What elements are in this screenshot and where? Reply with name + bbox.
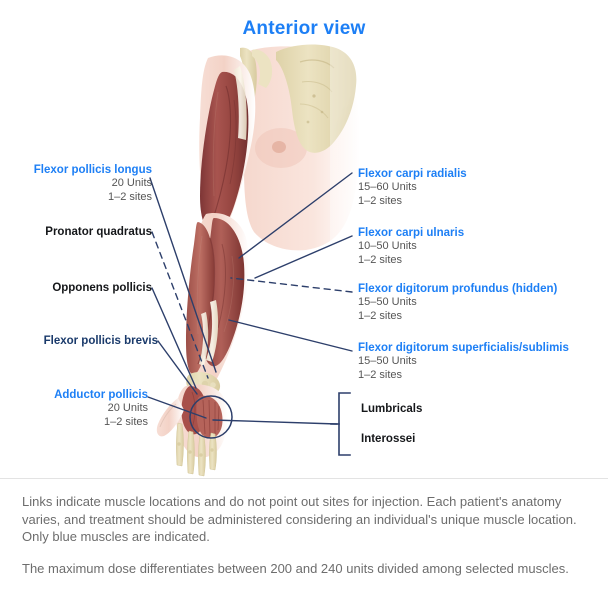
callout-title: Flexor carpi radialis xyxy=(358,168,467,180)
footnote-links-disclaimer: Links indicate muscle locations and do n… xyxy=(22,494,577,544)
callout-title: Flexor pollicis brevis xyxy=(43,335,158,347)
callout-units: 15–50 Units xyxy=(358,296,417,308)
callout-title: Flexor digitorum superficialis/sublimis xyxy=(358,342,569,354)
leader-lines-overlay xyxy=(147,172,353,456)
callout-title: Adductor pollicis xyxy=(54,389,148,401)
callout-sites: 1–2 sites xyxy=(107,190,152,203)
callout-opponens-pollicis[interactable]: Opponens pollicis xyxy=(0,281,152,295)
callout-title: Opponens pollicis xyxy=(52,282,152,294)
leader-pronator-quadratus xyxy=(151,231,209,379)
callout-sites: 1–2 sites xyxy=(358,253,403,266)
callout-units: 20 Units xyxy=(107,402,148,414)
anatomy-diagram: Anterior view xyxy=(0,18,608,477)
leader-flexor-carpi-radialis xyxy=(238,172,353,259)
callout-flexor-carpi-ulnaris[interactable]: Flexor carpi ulnaris 10–50 Units 1–2 sit… xyxy=(358,226,464,267)
callout-flexor-carpi-radialis[interactable]: Flexor carpi radialis 15–60 Units 1–2 si… xyxy=(358,167,467,208)
callout-flexor-pollicis-brevis[interactable]: Flexor pollicis brevis xyxy=(0,334,158,348)
callout-title: Flexor carpi ulnaris xyxy=(358,227,465,239)
leader-flexor-pollicis-brevis xyxy=(157,340,198,395)
leader-opponens-pollicis xyxy=(151,287,197,389)
callout-title: Interossei xyxy=(361,433,416,445)
callout-sites: 1–2 sites xyxy=(358,194,403,207)
callout-sites: 1–2 sites xyxy=(358,309,403,322)
callout-units: 20 Units xyxy=(111,177,152,189)
callout-units: 15–50 Units xyxy=(358,355,417,367)
leader-adductor-pollicis xyxy=(147,396,207,419)
leader-flexor-digitorum-superficialis xyxy=(228,319,353,352)
diagram-title: Anterior view xyxy=(242,18,366,39)
leader-hand-intrinsics xyxy=(212,419,338,425)
callout-title: Lumbricals xyxy=(361,403,423,415)
leader-flexor-pollicis-longus xyxy=(149,177,217,373)
callout-title: Pronator quadratus xyxy=(45,226,152,238)
callout-title: Flexor digitorum profundus (hidden) xyxy=(358,283,558,295)
callout-adductor-pollicis[interactable]: Adductor pollicis 20 Units 1–2 sites xyxy=(0,388,148,429)
hand-intrinsics-bracket xyxy=(330,392,351,456)
callout-sites: 1–2 sites xyxy=(103,415,148,428)
callout-flexor-pollicis-longus[interactable]: Flexor pollicis longus 20 Units 1–2 site… xyxy=(0,163,152,204)
arm-anatomy-illustration xyxy=(156,40,608,477)
callout-sites: 1–2 sites xyxy=(358,368,403,381)
callout-flexor-digitorum-profundus[interactable]: Flexor digitorum profundus (hidden) 15–5… xyxy=(358,282,557,323)
callout-units: 15–60 Units xyxy=(358,181,417,193)
footnote-maximum-dose: The maximum dose differentiates between … xyxy=(22,560,569,576)
footnotes: Links indicate muscle locations and do n… xyxy=(0,478,608,593)
interossei-highlight-circle xyxy=(189,395,233,439)
callout-interossei[interactable]: Interossei xyxy=(361,432,415,446)
callout-flexor-digitorum-superficialis[interactable]: Flexor digitorum superficialis/sublimis … xyxy=(358,341,569,382)
callout-units: 10–50 Units xyxy=(358,240,417,252)
leader-flexor-carpi-ulnaris xyxy=(254,235,353,279)
leader-flexor-digitorum-profundus xyxy=(230,277,353,293)
callout-title: Flexor pollicis longus xyxy=(33,164,152,176)
callout-pronator-quadratus[interactable]: Pronator quadratus xyxy=(0,225,152,239)
callout-lumbricals[interactable]: Lumbricals xyxy=(361,402,422,416)
